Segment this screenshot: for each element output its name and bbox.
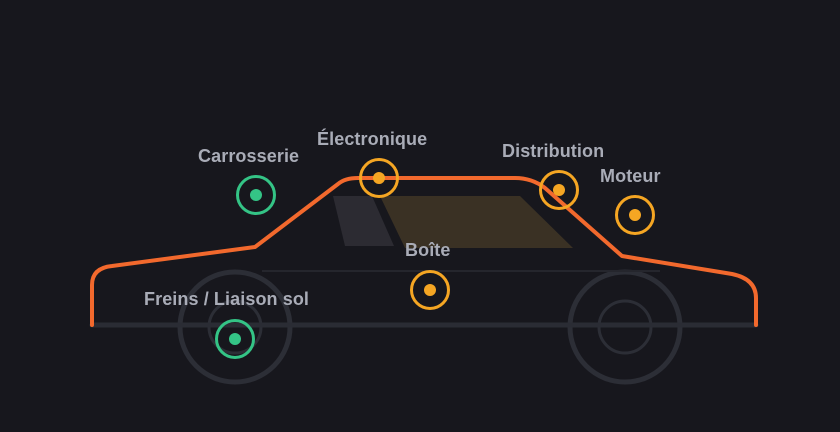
hotspot-moteur[interactable] (615, 195, 655, 235)
hotspot-dot (553, 184, 565, 196)
hotspot-dot (250, 189, 262, 201)
label-distribution: Distribution (502, 141, 605, 161)
label-electronique: Électronique (317, 129, 428, 149)
hotspot-dot (424, 284, 436, 296)
hotspot-electronique[interactable] (359, 158, 399, 198)
hotspot-dot (629, 209, 641, 221)
label-moteur: Moteur (600, 166, 661, 186)
hotspot-carrosserie[interactable] (236, 175, 276, 215)
label-carrosserie: Carrosserie (198, 146, 300, 166)
hotspot-distribution[interactable] (539, 170, 579, 210)
hotspot-dot (373, 172, 385, 184)
label-freins: Freins / Liaison sol (144, 289, 310, 309)
rear-window (333, 196, 394, 246)
car-body-outline (90, 176, 758, 327)
front-window (380, 196, 573, 248)
hotspot-dot (229, 333, 241, 345)
hotspot-freins[interactable] (215, 319, 255, 359)
hotspot-boite[interactable] (410, 270, 450, 310)
label-boite: Boîte (405, 240, 451, 260)
